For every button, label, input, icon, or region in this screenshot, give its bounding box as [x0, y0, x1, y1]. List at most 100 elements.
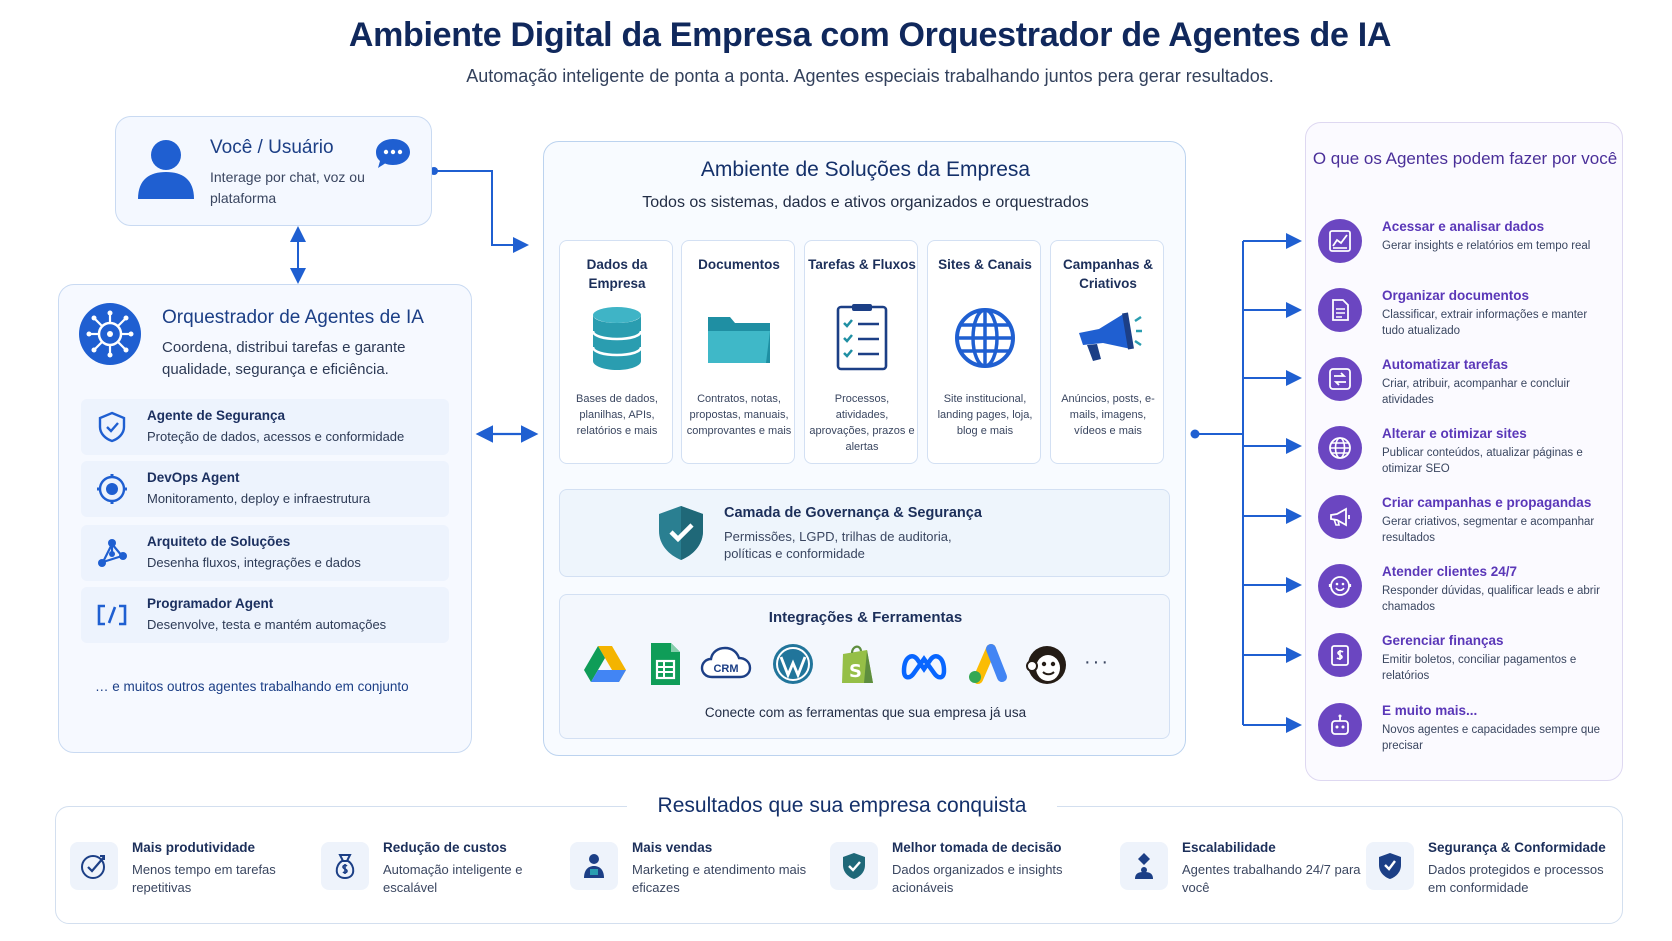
cost-icon — [321, 842, 369, 890]
capability-item[interactable]: Organizar documentos Classificar, extrai… — [1318, 288, 1618, 348]
result-desc: Menos tempo em tarefas repetitivas — [132, 862, 276, 895]
environment-box[interactable]: Ambiente de Soluções da Empresa Todos os… — [543, 141, 1186, 756]
column-company-data[interactable]: Dados da Empresa Bases de dados, planilh… — [559, 240, 673, 464]
result-item[interactable]: Escalabilidade Agentes trabalhando 24/7 … — [1120, 840, 1370, 904]
capability-item[interactable]: Atender clientes 24/7 Responder dúvidas,… — [1318, 564, 1618, 624]
result-desc: Dados protegidos e processos em conformi… — [1428, 862, 1604, 895]
capability-desc: Criar, atribuir, acompanhar e concluir a… — [1382, 378, 1570, 406]
result-item[interactable]: Mais vendas Marketing e atendimento mais… — [570, 840, 820, 904]
user-box[interactable]: Você / Usuário Interage por chat, voz ou… — [115, 116, 432, 226]
result-item[interactable]: Segurança & Conformidade Dados protegido… — [1366, 840, 1616, 904]
environment-title: Ambiente de Soluções da Empresa — [700, 158, 1031, 181]
integrations-title: Integrações & Ferramentas — [768, 609, 963, 626]
architect-agent-icon — [98, 539, 127, 567]
wordpress-icon[interactable] — [770, 641, 816, 687]
google-sheets-icon[interactable] — [642, 641, 688, 687]
crm-cloud-icon[interactable] — [700, 641, 752, 687]
capability-desc: Classificar, extrair informações e mante… — [1382, 309, 1588, 337]
orchestrator-footer: … e muitos outros agentes trabalhando em… — [95, 679, 409, 694]
result-item[interactable]: Mais produtividade Menos tempo em tarefa… — [70, 840, 320, 904]
capability-item[interactable]: Acessar e analisar dados Gerar insights … — [1318, 219, 1618, 279]
google-ads-icon[interactable] — [964, 641, 1010, 687]
capability-name: Organizar documentos — [1382, 288, 1530, 303]
capability-desc: Gerar insights e relatórios em tempo rea… — [1382, 240, 1591, 252]
compliance-icon — [1366, 842, 1414, 890]
environment-subtitle: Todos os sistemas, dados e ativos organi… — [642, 194, 1089, 211]
more-icon[interactable]: ··· — [1084, 651, 1110, 673]
result-item[interactable]: Redução de custos Automação inteligente … — [321, 840, 571, 904]
capability-item[interactable]: E muito mais... Novos agentes e capacida… — [1318, 703, 1618, 763]
megaphone-icon — [1318, 495, 1362, 539]
capability-desc: Emitir boletos, conciliar pagamentos e r… — [1382, 654, 1577, 682]
agent-row-architect[interactable]: Arquiteto de Soluções Desenha fluxos, in… — [81, 525, 449, 581]
sales-icon — [570, 842, 618, 890]
column-desc: Bases de dados, planilhas, APIs, relatór… — [576, 393, 658, 437]
column-tasks[interactable]: Tarefas & Fluxos Processos, atividades, … — [804, 240, 918, 464]
governance-layer[interactable]: Camada de Governança & Segurança Permiss… — [559, 489, 1170, 577]
scalability-icon — [1120, 842, 1168, 890]
agent-name: Agente de Segurança — [147, 408, 286, 423]
capability-item[interactable]: Alterar e otimizar sites Publicar conteú… — [1318, 426, 1618, 486]
automation-icon — [1318, 357, 1362, 401]
integrations-section[interactable]: Integrações & Ferramentas CRM S — [559, 594, 1170, 739]
results-title: Resultados que sua empresa conquista — [657, 794, 1027, 817]
finance-icon — [1318, 633, 1362, 677]
agent-name: Programador Agent — [147, 596, 274, 611]
ai-chip-icon — [79, 303, 141, 365]
orchestrator-desc: Coordena, distribui tarefas e garante qu… — [162, 339, 406, 378]
database-icon — [591, 307, 643, 370]
column-documents[interactable]: Documentos Contratos, notas, propostas, … — [681, 240, 795, 464]
integrations-footer: Conecte com as ferramentas que sua empre… — [704, 705, 1027, 720]
column-title: Dados da Empresa — [586, 257, 648, 291]
svg-text:S: S — [849, 661, 862, 682]
security-agent-icon — [98, 411, 126, 443]
capability-name: Alterar e otimizar sites — [1382, 426, 1527, 441]
capability-item[interactable]: Criar campanhas e propagandas Gerar cria… — [1318, 495, 1618, 555]
result-name: Mais produtividade — [132, 840, 256, 855]
crm-label: CRM — [713, 663, 739, 675]
chat-bubble-icon — [376, 139, 410, 168]
governance-title: Camada de Governança & Segurança — [724, 505, 982, 521]
document-icon — [1318, 288, 1362, 332]
productivity-icon — [70, 842, 118, 890]
agent-name: DevOps Agent — [147, 470, 240, 485]
user-avatar-icon — [138, 140, 194, 199]
result-item[interactable]: Melhor tomada de decisão Dados organizad… — [830, 840, 1080, 904]
capability-item[interactable]: Gerenciar finanças Emitir boletos, conci… — [1318, 633, 1618, 693]
decision-icon — [830, 842, 878, 890]
google-drive-icon[interactable] — [582, 641, 628, 687]
user-desc: Interage por chat, voz ou plataforma — [210, 169, 365, 206]
capability-desc: Novos agentes e capacidades sempre que p… — [1382, 724, 1601, 752]
agent-row-devops[interactable]: DevOps Agent Monitoramento, deploy e inf… — [81, 461, 449, 517]
capability-desc: Publicar conteúdos, atualizar páginas e … — [1382, 447, 1583, 475]
capability-item[interactable]: Automatizar tarefas Criar, atribuir, aco… — [1318, 357, 1618, 417]
orchestrator-box[interactable]: Orquestrador de Agentes de IA Coordena, … — [58, 284, 472, 753]
column-desc: Site institucional, landing pages, loja,… — [937, 393, 1033, 437]
capability-name: Gerenciar finanças — [1382, 633, 1504, 648]
results-title-wrap: Resultados que sua empresa conquista — [627, 792, 1057, 824]
column-desc: Processos, atividades, aprovações, prazo… — [809, 393, 915, 453]
column-campaigns[interactable]: Campanhas & Criativos Anúncios, posts, e… — [1050, 240, 1164, 464]
capability-name: Acessar e analisar dados — [1382, 219, 1545, 234]
column-title: Documentos — [698, 257, 780, 272]
folder-icon — [708, 317, 770, 363]
column-sites[interactable]: Sites & Canais Site institucional, landi… — [927, 240, 1041, 464]
devops-agent-icon — [97, 474, 127, 504]
agent-row-programmer[interactable]: Programador Agent Desenvolve, testa e ma… — [81, 587, 449, 643]
mailchimp-icon[interactable] — [1024, 641, 1070, 687]
globe-icon — [955, 308, 1015, 368]
meta-icon[interactable] — [900, 641, 948, 687]
agent-desc: Desenvolve, testa e mantém automações — [147, 617, 387, 632]
governance-desc: Permissões, LGPD, trilhas de auditoria, … — [724, 529, 952, 561]
robot-icon — [1318, 703, 1362, 747]
megaphone-icon — [1079, 312, 1142, 361]
capability-desc: Gerar criativos, segmentar e acompanhar … — [1382, 516, 1595, 544]
capabilities-box[interactable]: O que os Agentes podem fazer por você Ac… — [1305, 122, 1623, 781]
page-subtitle: Automação inteligente de ponta a ponta. … — [466, 66, 1274, 86]
globe-icon — [1318, 426, 1362, 470]
capability-name: E muito mais... — [1382, 703, 1478, 718]
result-desc: Agentes trabalhando 24/7 para você — [1182, 862, 1361, 895]
agent-row-security[interactable]: Agente de Segurança Proteção de dados, a… — [81, 399, 449, 455]
column-title: Tarefas & Fluxos — [808, 257, 916, 272]
shopify-icon[interactable]: S — [834, 641, 880, 687]
